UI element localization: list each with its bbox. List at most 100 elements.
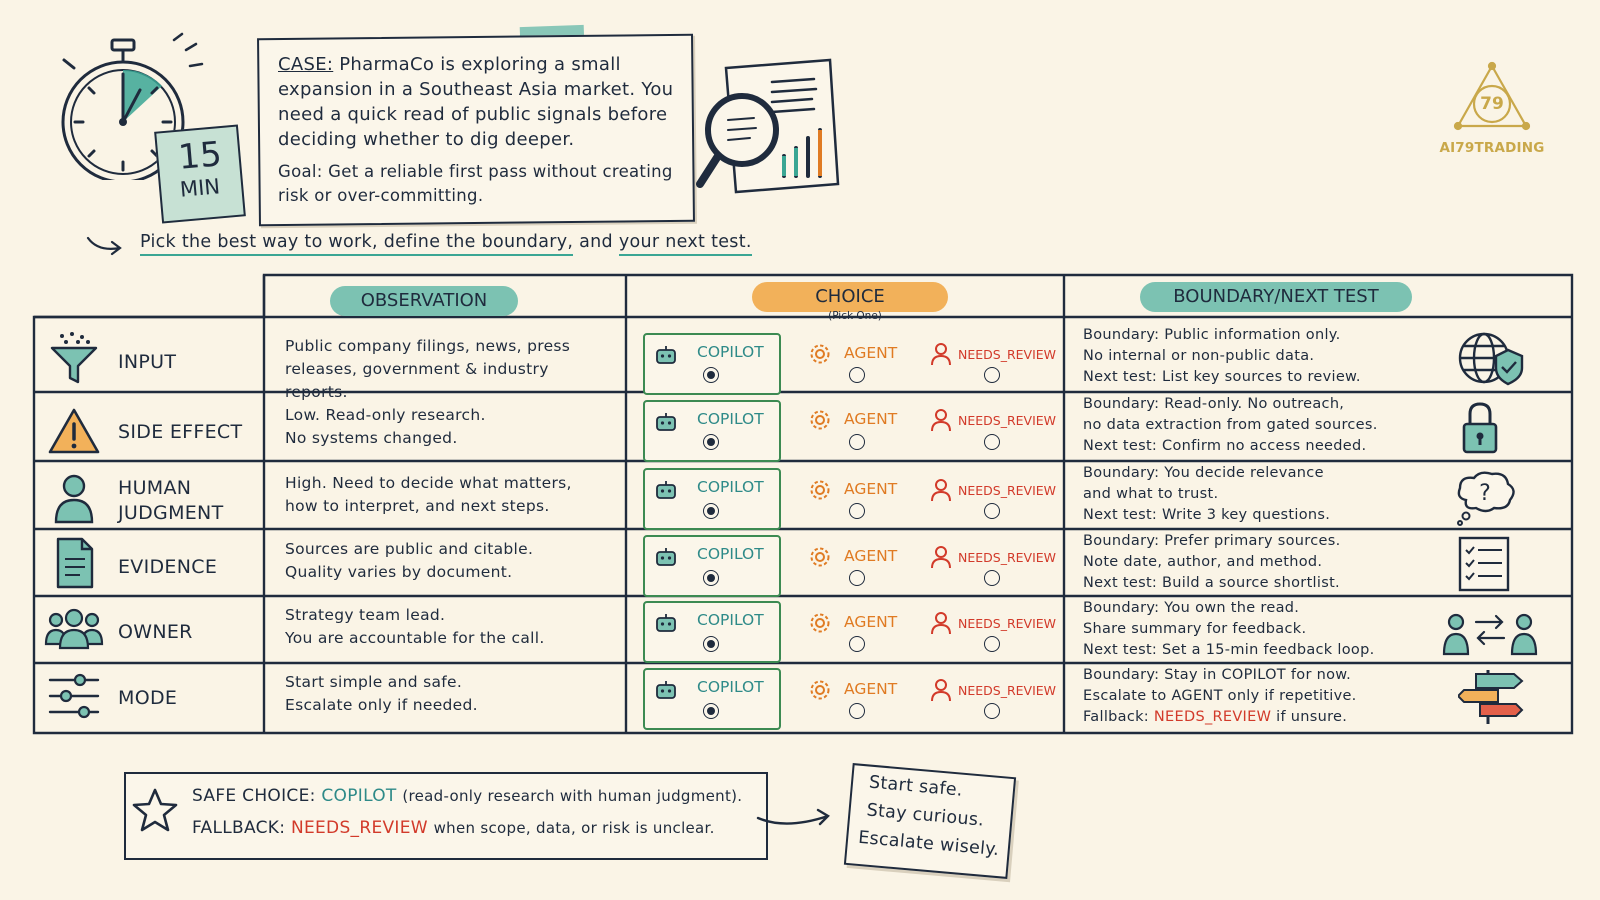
agent-radio-input[interactable] (849, 367, 865, 383)
copilot-label: COPILOT (697, 545, 764, 563)
curved-arrow-icon (756, 808, 830, 826)
row-label-owner: OWNER (118, 621, 193, 643)
instruction-part-3: your next test. (618, 232, 752, 256)
motto-card: Start safe. Stay curious. Escalate wisel… (843, 763, 1017, 879)
boundary-header: BOUNDARY/NEXT TEST (1140, 282, 1412, 312)
copilot-option-human-judgment[interactable]: COPILOT (643, 468, 781, 530)
observation-evidence: Sources are public and citable.Quality v… (285, 540, 534, 581)
agent-radio-evidence[interactable] (849, 570, 865, 586)
person-icon (931, 546, 951, 569)
sliders-icon (48, 673, 100, 719)
copilot-radio-mode[interactable] (703, 703, 719, 719)
team-icon (44, 608, 104, 650)
agent-radio-human-judgment[interactable] (849, 503, 865, 519)
handoff-people-icon (1442, 613, 1538, 656)
copilot-radio-human-judgment[interactable] (703, 503, 719, 519)
svg-text:?: ? (1479, 481, 1491, 506)
needs-review-label: NEEDS_REVIEW (958, 483, 1057, 498)
copilot-radio-input[interactable] (703, 367, 719, 383)
question-bubble-icon: ? (1457, 471, 1515, 526)
stopwatch-icon (61, 32, 204, 180)
copilot-option-mode[interactable]: COPILOT (643, 668, 781, 730)
needs-review-radio-owner[interactable] (984, 636, 1000, 652)
agent-label: AGENT (844, 680, 898, 698)
gear-icon (810, 613, 830, 633)
boundary-mode: Boundary: Stay in COPILOT for now.Escala… (1083, 667, 1357, 725)
case-description: PharmaCo is exploring a small expansion … (278, 54, 674, 150)
row-label-side-effect: SIDE EFFECT (118, 421, 243, 443)
agent-label: AGENT (844, 344, 898, 362)
row-label-mode: MODE (118, 687, 178, 709)
person-icon (931, 679, 951, 702)
copilot-option-evidence[interactable]: COPILOT (643, 535, 781, 597)
logo-mark: 79 (1480, 94, 1504, 114)
observation-owner: Strategy team lead.You are accountable f… (285, 606, 545, 647)
copilot-label: COPILOT (697, 611, 764, 629)
motto-line-1: Start safe. (868, 772, 964, 801)
gear-icon (810, 410, 830, 430)
motto-line-3: Escalate wisely. (857, 827, 1001, 861)
agent-radio-side-effect[interactable] (849, 434, 865, 450)
agent-radio-mode[interactable] (849, 703, 865, 719)
motto-line-2: Stay curious. (865, 800, 985, 831)
copilot-option-input[interactable]: COPILOT (643, 333, 781, 395)
copilot-option-side-effect[interactable]: COPILOT (643, 400, 781, 462)
agent-label: AGENT (844, 547, 898, 565)
case-goal: Goal: Get a reliable first pass without … (278, 162, 673, 205)
person-icon (931, 409, 951, 432)
gear-icon (810, 344, 830, 364)
needs-review-label: NEEDS_REVIEW (958, 413, 1057, 428)
copilot-option-owner[interactable]: COPILOT (643, 601, 781, 663)
agent-label: AGENT (844, 410, 898, 428)
needs-review-radio-side-effect[interactable] (984, 434, 1000, 450)
person-icon (931, 343, 951, 366)
document-icon (56, 537, 94, 589)
needs-review-label: NEEDS_REVIEW (958, 550, 1057, 565)
robot-icon (656, 346, 676, 364)
logo-text: AI79TRADING (1439, 140, 1545, 156)
boundary-evidence: Boundary: Prefer primary sources.Note da… (1083, 533, 1341, 591)
copilot-radio-owner[interactable] (703, 636, 719, 652)
needs-review-radio-human-judgment[interactable] (984, 503, 1000, 519)
magnifier-document-icon (696, 58, 840, 194)
safe-choice-line: SAFE CHOICE: COPILOT (read-only research… (192, 786, 743, 806)
instruction-part-2: and (573, 232, 619, 252)
robot-icon (656, 413, 676, 431)
choice-subheader: (Pick One) (828, 310, 882, 322)
case-label: CASE: (278, 54, 334, 75)
signpost-icon (1458, 670, 1524, 724)
copilot-label: COPILOT (697, 410, 764, 428)
copilot-radio-side-effect[interactable] (703, 434, 719, 450)
robot-icon (656, 614, 676, 632)
needs-review-label: NEEDS_REVIEW (958, 616, 1057, 631)
needs-review-label: NEEDS_REVIEW (958, 347, 1057, 362)
timer-minutes: 15 (176, 134, 224, 178)
gear-icon (810, 547, 830, 567)
robot-icon (656, 548, 676, 566)
observation-mode: Start simple and safe.Escalate only if n… (285, 673, 478, 714)
instruction-part-1: Pick the best way to work, define the bo… (140, 232, 574, 256)
observation-human-judgment: High. Need to decide what matters,how to… (285, 474, 572, 515)
needs-review-label: NEEDS_REVIEW (958, 683, 1057, 698)
copilot-label: COPILOT (697, 343, 764, 361)
copilot-radio-evidence[interactable] (703, 570, 719, 586)
star-icon (132, 788, 178, 832)
checklist-icon (1458, 536, 1510, 592)
case-text: CASE: PharmaCo is exploring a small expa… (278, 52, 678, 152)
row-label-input: INPUT (118, 351, 177, 373)
agent-label: AGENT (844, 613, 898, 631)
agent-radio-owner[interactable] (849, 636, 865, 652)
needs-review-radio-input[interactable] (984, 367, 1000, 383)
globe-shield-icon (1458, 332, 1524, 386)
fallback-line: FALLBACK: NEEDS_REVIEW when scope, data,… (192, 818, 715, 838)
instruction-line: Pick the best way to work, define the bo… (140, 232, 752, 256)
funnel-icon (50, 332, 98, 384)
choice-header: CHOICE (752, 282, 948, 312)
needs-review-radio-evidence[interactable] (984, 570, 1000, 586)
warning-icon (48, 408, 100, 454)
needs-review-radio-mode[interactable] (984, 703, 1000, 719)
observation-header: OBSERVATION (330, 286, 518, 316)
observation-side-effect: Low. Read-only research.No systems chang… (285, 406, 486, 447)
